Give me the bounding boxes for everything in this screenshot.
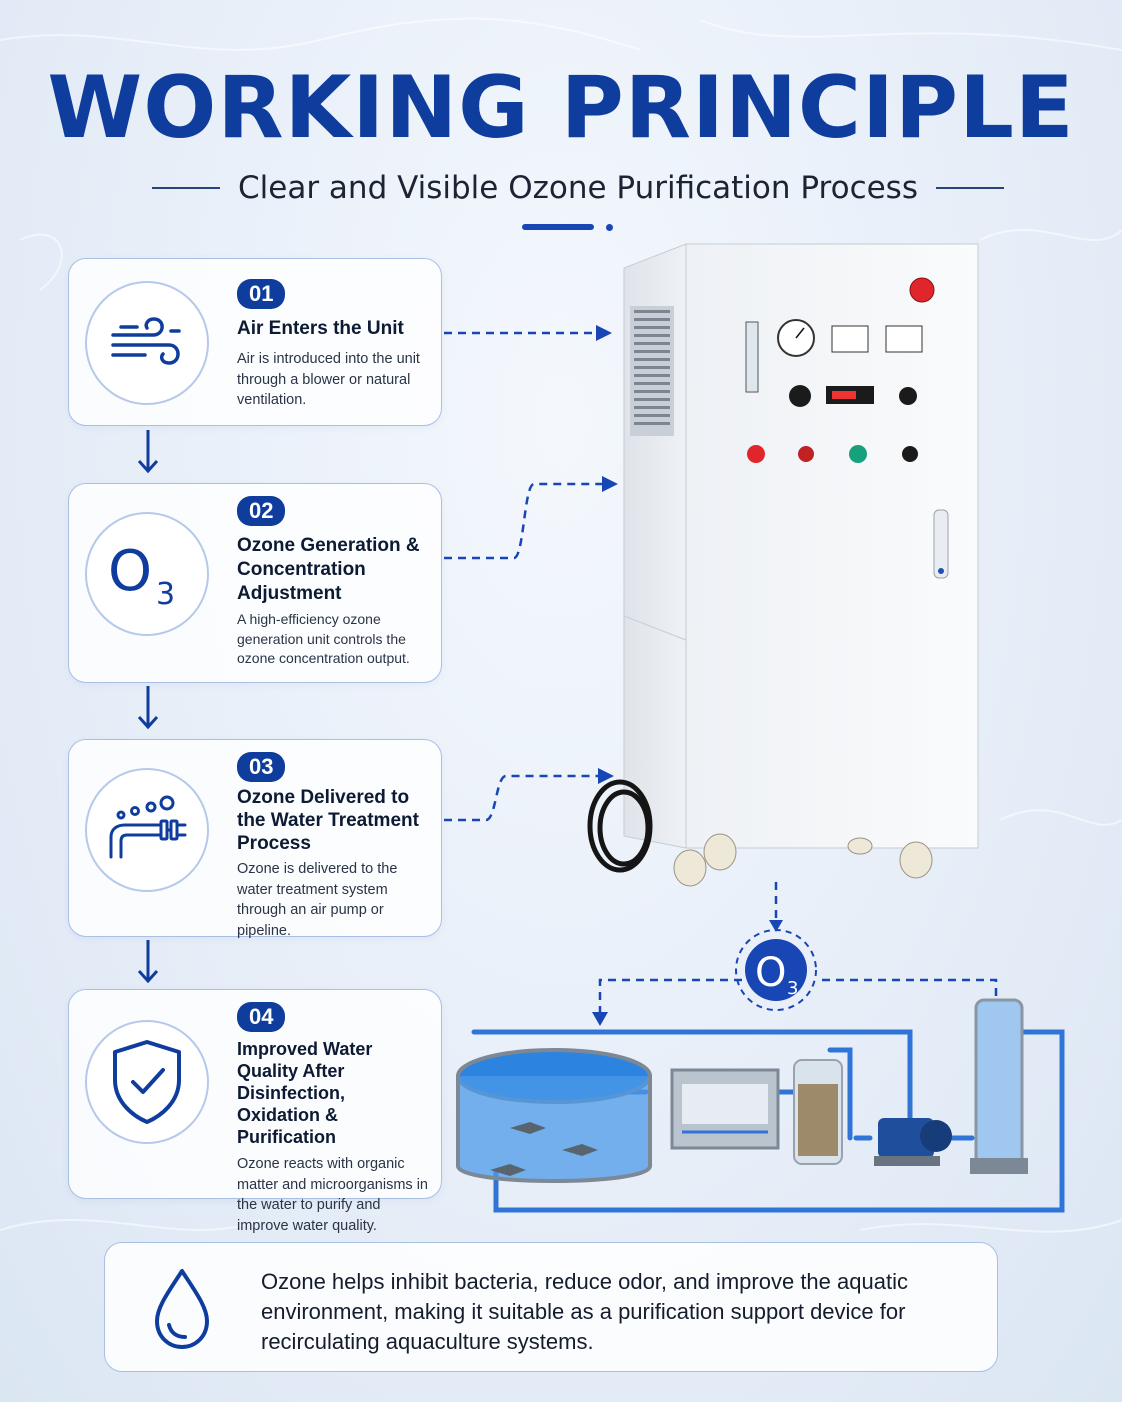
pipe-bubbles-icon [109,795,187,859]
caster-wheels [673,833,933,887]
step-description: A high-efficiency ozone generation unit … [237,611,410,666]
step-number-badge: 03 [237,752,286,782]
step-card-04: 04 Improved Water Quality After Disinfec… [68,989,442,1234]
o3-letter: O [108,539,152,604]
subtitle-row: Clear and Visible Ozone Purification Pro… [150,168,1006,208]
power-indicator-light [909,277,935,303]
title-accent-dot [606,224,613,231]
step-card-01: 01 Air Enters the Unit Air is introduced… [68,258,442,426]
step-body: 02 Ozone Generation & Concentration Adju… [237,496,429,669]
hose-coil [587,779,653,873]
air-pump-switch [902,446,918,462]
o3-badge-subscript: 3 [787,978,798,999]
subtitle-divider-left [152,187,220,189]
step-body: 01 Air Enters the Unit Air is introduced… [237,279,429,411]
arrow-down-icon [137,686,159,730]
page-title: WORKING PRINCIPLE [47,58,1075,158]
step-description: Air is introduced into the unit through … [237,351,420,408]
footer-text: Ozone helps inhibit bacteria, reduce odo… [261,1269,908,1354]
shield-check-icon [113,1040,181,1124]
ozone-source-switch [798,446,814,462]
frequency-regulator-knob [789,385,811,407]
step-title: Air Enters the Unit [237,318,404,339]
step-title: Ozone Delivered to the Water Treatment P… [237,787,419,854]
step-description: Ozone is delivered to the water treatmen… [237,861,398,939]
o3-icon: O 3 [108,539,175,612]
footer-info-card: Ozone helps inhibit bacteria, reduce odo… [104,1242,998,1372]
arrow-down-icon [137,430,159,474]
fish-tank [456,1048,652,1183]
page-subtitle: Clear and Visible Ozone Purification Pro… [238,170,918,206]
step-icon-container [85,768,209,892]
o3-badge: O 3 [735,929,817,1011]
step-number-badge: 02 [237,496,286,526]
o3-subscript: 3 [156,577,175,612]
step-icon-container [85,281,209,405]
air-pump-indicator [849,445,867,463]
step-icon-container: O 3 [85,512,209,636]
cabinet-vent [630,306,674,436]
concentration-knob [899,387,917,405]
mechanical-filter [670,1068,780,1150]
title-accent-bar [522,224,594,230]
sand-filter [793,1059,843,1165]
power-switch [747,445,765,463]
ozone-contact-column [970,998,1028,1174]
step-number-badge: 04 [237,1002,286,1032]
step-card-03: 03 Ozone Delivered to the Water Treatmen… [68,739,442,939]
step-number-badge: 01 [237,279,286,309]
water-pump [874,1118,952,1166]
ammeter [831,325,869,353]
arrow-down-icon [137,940,159,984]
water-drop-icon [155,1269,209,1349]
door-handle [933,509,949,579]
step-icon-container [85,1020,209,1144]
step-title: Improved Water Quality After Disinfectio… [237,1039,373,1147]
step-body: 04 Improved Water Quality After Disinfec… [237,1002,429,1236]
wind-icon [111,317,181,365]
water-treatment-diagram: O 3 [456,929,1065,1213]
ozone-generator-machine [587,243,979,887]
subtitle-divider-right [936,187,1004,189]
step-description: Ozone reacts with organic matter and mic… [237,1156,428,1234]
step-card-02: O 3 02 Ozone Generation & Concentration … [68,483,442,683]
o3-badge-letter: O [755,950,786,996]
step-body: 03 Ozone Delivered to the Water Treatmen… [237,752,429,941]
voltmeter [885,325,923,353]
step-title: Ozone Generation & Concentration Adjustm… [237,535,420,604]
